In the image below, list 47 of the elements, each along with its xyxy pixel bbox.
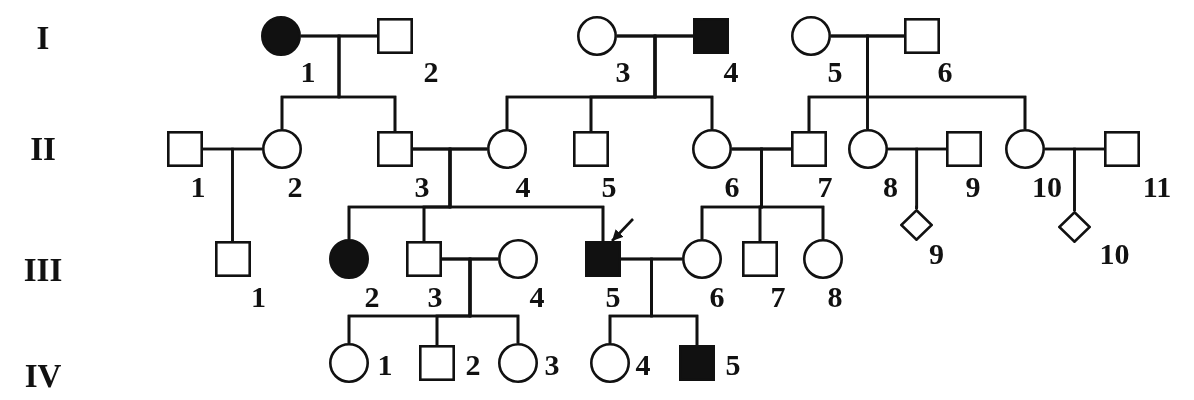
descent-line	[866, 34, 1027, 129]
individual-number: 5	[725, 350, 741, 380]
individual-number: 10	[1099, 239, 1130, 269]
individual-number: 8	[827, 282, 843, 312]
individual-number: 2	[465, 350, 481, 380]
proband-arrow	[611, 218, 634, 242]
individual-number: 9	[965, 172, 981, 202]
individual-number: 6	[937, 57, 953, 87]
individual-number: 2	[364, 282, 380, 312]
individual-number: 5	[601, 172, 617, 202]
individual-number: 4	[515, 172, 531, 202]
individual-number: 9	[929, 239, 944, 269]
individual-number: 2	[287, 172, 303, 202]
individual-number: 4	[529, 282, 545, 312]
descent-line	[915, 147, 946, 210]
individual-number: 11	[1142, 172, 1172, 202]
generation-label: IV	[24, 359, 62, 393]
descent-line	[468, 257, 520, 343]
generation-label: III	[23, 253, 63, 287]
generation-label: I	[36, 21, 50, 55]
individual-number: 4	[635, 350, 651, 380]
individual-number: 4	[723, 57, 739, 87]
descent-line	[448, 147, 605, 241]
descent-line	[337, 34, 397, 131]
individual-number: 5	[827, 57, 843, 87]
descent-line	[231, 147, 262, 241]
individual-number: 8	[883, 172, 898, 202]
individual-number: 1	[300, 57, 316, 87]
individual-number: 1	[251, 282, 266, 312]
individual-number: 6	[724, 172, 740, 202]
individual-number: 10	[1032, 172, 1062, 202]
individual-number: 5	[605, 282, 621, 312]
individual-number: 3	[427, 282, 443, 312]
individual-number: 1	[377, 350, 393, 380]
individual-number: 7	[770, 282, 786, 312]
descent-line	[653, 34, 714, 129]
individual-number: 3	[615, 57, 631, 87]
generation-label: II	[30, 132, 56, 166]
descent-line	[650, 257, 699, 345]
individual-number: 3	[544, 350, 560, 380]
individual-number: 7	[817, 172, 833, 202]
individual-number: 2	[423, 57, 439, 87]
individual-number: 3	[414, 172, 430, 202]
descent-line	[760, 147, 825, 239]
individual-number: 1	[190, 172, 206, 202]
individual-number: 6	[709, 282, 725, 312]
descent-line	[1073, 147, 1104, 211]
